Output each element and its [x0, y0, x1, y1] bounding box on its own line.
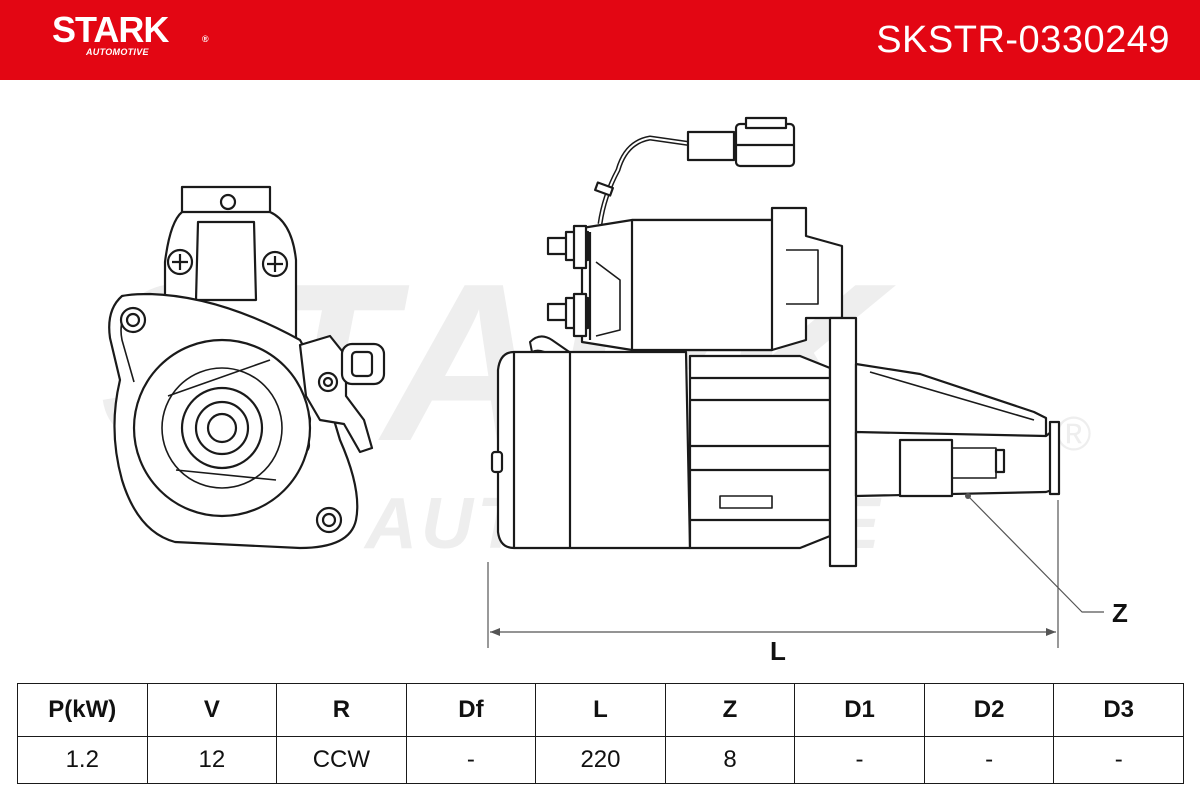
starter-front-view	[108, 185, 386, 550]
spec-value-teeth: 8	[664, 736, 796, 784]
spec-value-d1: -	[794, 736, 925, 784]
dimension-length	[487, 500, 1059, 648]
spec-header-df: Df	[405, 683, 537, 737]
starter-side-view	[490, 116, 1104, 613]
dimension-label-length: L	[770, 636, 786, 666]
spec-header-d2: D2	[923, 683, 1055, 737]
brand-registered-mark: ®	[202, 34, 209, 44]
spec-header-rotation: R	[276, 683, 407, 737]
spec-header-voltage: V	[146, 683, 278, 737]
brand-logo: STARK ® AUTOMOTIVE	[52, 9, 209, 58]
spec-header-teeth: Z	[664, 683, 796, 737]
technical-drawing: STARK AUTOMOTIVE ®	[100, 116, 1128, 666]
spec-header-d3: D3	[1053, 683, 1184, 737]
spec-value-d3: -	[1053, 736, 1184, 784]
part-number: SKSTR-0330249	[876, 19, 1170, 61]
spec-header-length: L	[535, 683, 666, 737]
spec-value-df: -	[405, 736, 537, 784]
spec-value-length: 220	[535, 736, 666, 784]
spec-header-d1: D1	[794, 683, 925, 737]
spec-value-d2: -	[923, 736, 1055, 784]
header-bar: STARK ® AUTOMOTIVE SKSTR-0330249	[0, 0, 1200, 80]
brand-subtitle: AUTOMOTIVE	[86, 47, 149, 57]
spec-table: P(kW) V R Df L Z D1 D2 D3 1.2 12 CCW - 2…	[17, 683, 1184, 784]
spec-header-power: P(kW)	[17, 683, 148, 737]
spec-value-row: 1.2 12 CCW - 220 8 - - -	[17, 736, 1184, 784]
spec-value-rotation: CCW	[276, 736, 407, 784]
spec-header-row: P(kW) V R Df L Z D1 D2 D3	[17, 683, 1184, 737]
dimension-label-teeth: Z	[1112, 598, 1128, 628]
brand-name: STARK	[52, 9, 169, 50]
spec-value-power: 1.2	[17, 736, 148, 784]
watermark-registered: ®	[1056, 408, 1091, 461]
spec-value-voltage: 12	[146, 736, 278, 784]
